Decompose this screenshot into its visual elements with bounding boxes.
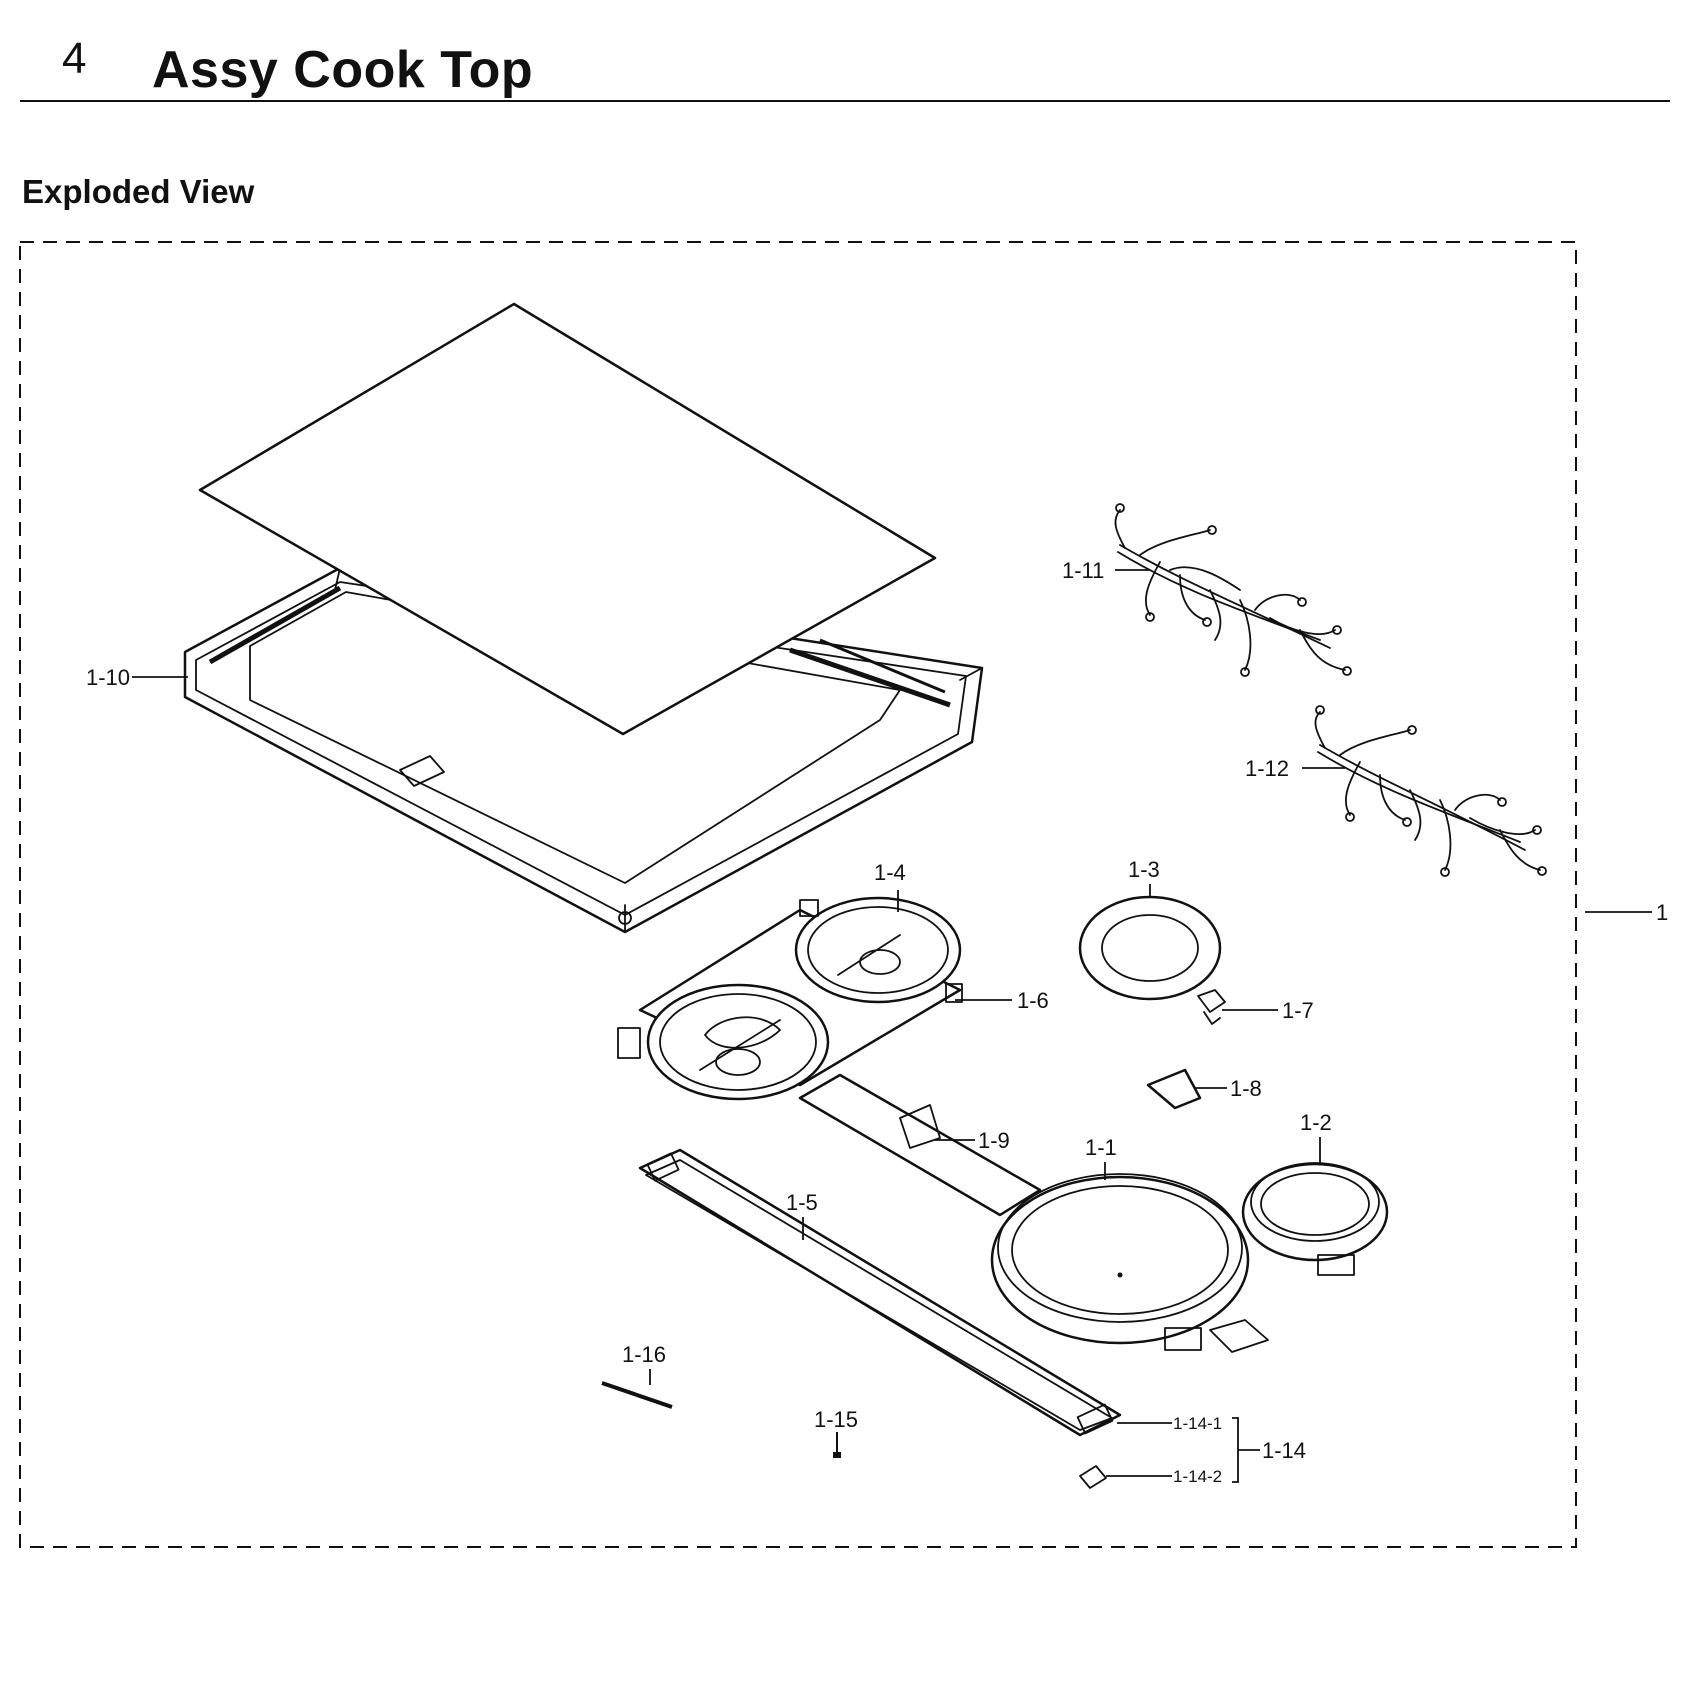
callout-1-1: 1-1 bbox=[1085, 1135, 1117, 1160]
callout-1-9: 1-9 bbox=[978, 1128, 1010, 1153]
part-1-11-wire-harness bbox=[1114, 503, 1352, 677]
leader-lines bbox=[132, 569, 1652, 1483]
part-1-4-1-6-burner-bracket bbox=[617, 896, 963, 1101]
part-1-5-rail bbox=[638, 1148, 1122, 1437]
callout-1-15: 1-15 bbox=[814, 1407, 858, 1432]
glass-cooktop-plate bbox=[198, 302, 937, 736]
callout-1-5: 1-5 bbox=[786, 1190, 818, 1215]
callout-1-4: 1-4 bbox=[874, 860, 906, 885]
part-1-10-cooktop-frame bbox=[183, 566, 984, 934]
part-1-3-ring bbox=[1078, 895, 1222, 1001]
section-subtitle: Exploded View bbox=[22, 173, 255, 210]
callout-1-7: 1-7 bbox=[1282, 998, 1314, 1023]
callout-1-14: 1-14 bbox=[1262, 1438, 1306, 1463]
part-1-2-small-burner bbox=[1241, 1162, 1389, 1276]
part-1-7-clip bbox=[1197, 989, 1226, 1025]
callout-1-10: 1-10 bbox=[86, 665, 130, 690]
diagram-frame bbox=[19, 241, 1577, 1548]
callout-1-6: 1-6 bbox=[1017, 988, 1049, 1013]
part-1-1-large-burner bbox=[990, 1173, 1269, 1353]
part-1-8-cover bbox=[1146, 1068, 1202, 1110]
section-number: 4 bbox=[62, 34, 87, 83]
callout-1-11: 1-11 bbox=[1062, 558, 1104, 583]
callout-1-14-2: 1-14-2 bbox=[1173, 1467, 1222, 1486]
callout-1-2: 1-2 bbox=[1300, 1110, 1332, 1135]
callout-1-12: 1-12 bbox=[1245, 756, 1289, 781]
part-1-16-rod bbox=[601, 1381, 673, 1409]
part-1-9-busbar-strip bbox=[798, 1073, 1042, 1217]
callout-1-assembly: 1 bbox=[1656, 900, 1668, 925]
title-underline bbox=[20, 100, 1670, 102]
callout-1-3: 1-3 bbox=[1128, 857, 1160, 882]
callout-1-16: 1-16 bbox=[622, 1342, 666, 1367]
page-title: Assy Cook Top bbox=[152, 41, 534, 99]
callout-1-14-1: 1-14-1 bbox=[1173, 1414, 1222, 1433]
part-1-12-wire-harness bbox=[1314, 705, 1547, 877]
callout-1-8: 1-8 bbox=[1230, 1076, 1262, 1101]
part-1-14-2-plate bbox=[1079, 1465, 1107, 1489]
